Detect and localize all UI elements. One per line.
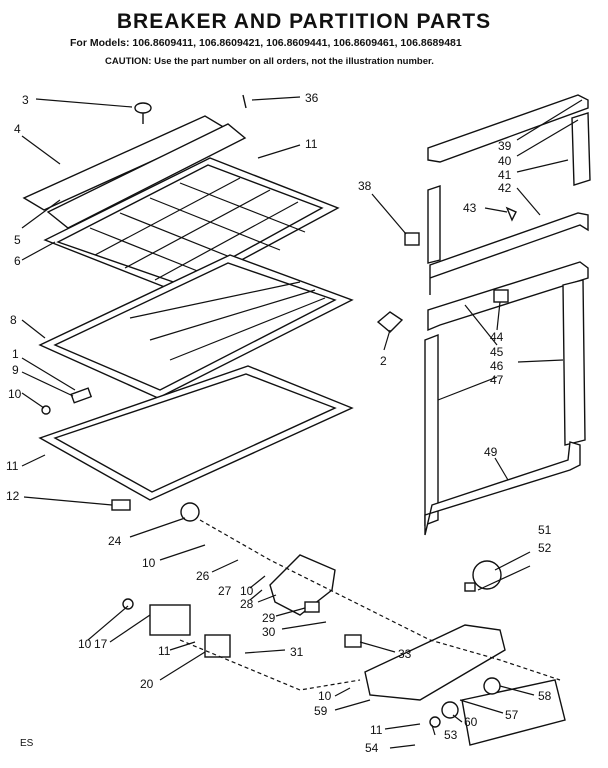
models-line: For Models: 106.8609411, 106.8609421, 10…: [70, 37, 462, 49]
part-freezer-gasket: [427, 94, 591, 295]
callout-58: 58: [538, 689, 552, 703]
caution-line: CAUTION: Use the part number on all orde…: [105, 56, 434, 67]
part-hinge-44: [493, 289, 509, 303]
callout-44: 44: [490, 330, 504, 344]
callout-36: 36: [305, 91, 319, 105]
callout-30: 30: [262, 625, 276, 639]
part-hinge-38: [404, 232, 420, 246]
part-divider-plate: [38, 365, 354, 501]
callout-11: 11: [370, 723, 383, 737]
callout-45: 45: [490, 345, 504, 359]
diagram-title: BREAKER AND PARTITION PARTS: [116, 10, 492, 33]
callout-60: 60: [464, 715, 478, 729]
callout-1: 1: [12, 347, 19, 361]
leader-lines: [21, 96, 583, 749]
callout-10: 10: [142, 556, 156, 570]
callout-11: 11: [305, 137, 318, 151]
callout-42: 42: [498, 181, 512, 195]
callout-31: 31: [290, 645, 304, 659]
part-bracket-12: [111, 499, 131, 511]
callout-52: 52: [538, 541, 552, 555]
callout-10: 10: [318, 689, 332, 703]
callout-28: 28: [240, 597, 254, 611]
part-clip-43: [505, 206, 517, 222]
callout-5: 5: [14, 233, 21, 247]
callout-10: 10: [78, 637, 92, 651]
part-fresh-food-gasket: [424, 261, 589, 536]
callout-53: 53: [444, 728, 458, 742]
callout-12: 12: [6, 489, 20, 503]
callout-9: 9: [12, 363, 19, 377]
callout-41: 41: [498, 168, 512, 182]
callout-20: 20: [140, 677, 154, 691]
part-control-housing: [364, 624, 566, 746]
callout-11: 11: [158, 644, 171, 658]
callout-26: 26: [196, 569, 210, 583]
diagram-code: ES: [20, 738, 34, 749]
callout-40: 40: [498, 154, 512, 168]
callout-8: 8: [10, 313, 17, 327]
callout-4: 4: [14, 122, 21, 136]
callout-27: 27: [218, 584, 232, 598]
callout-6: 6: [14, 254, 21, 268]
callout-39: 39: [498, 139, 512, 153]
part-screw-3: [134, 102, 152, 124]
callout-17: 17: [94, 637, 108, 651]
callout-54: 54: [365, 741, 379, 755]
callout-49: 49: [484, 445, 498, 459]
part-bracket-2: [376, 311, 404, 333]
callout-51: 51: [538, 523, 552, 537]
callout-33: 33: [398, 647, 412, 661]
callout-43: 43: [463, 201, 477, 215]
callout-47: 47: [490, 373, 504, 387]
callout-3: 3: [22, 93, 29, 107]
callout-38: 38: [358, 179, 372, 193]
callout-29: 29: [262, 611, 276, 625]
callout-57: 57: [505, 708, 519, 722]
part-clip-9: [70, 387, 93, 404]
callout-10: 10: [8, 387, 22, 401]
part-control-assembly: [122, 502, 362, 658]
callout-46: 46: [490, 359, 504, 373]
part-breaker-top: [46, 123, 247, 229]
part-partition-frame: [38, 254, 354, 399]
callout-11: 11: [6, 459, 19, 473]
callout-24: 24: [108, 534, 122, 548]
part-pin-36: [242, 94, 247, 109]
callout-2: 2: [380, 354, 387, 368]
callout-59: 59: [314, 704, 328, 718]
callout-10: 10: [240, 584, 254, 598]
part-light-bulb: [464, 560, 502, 592]
